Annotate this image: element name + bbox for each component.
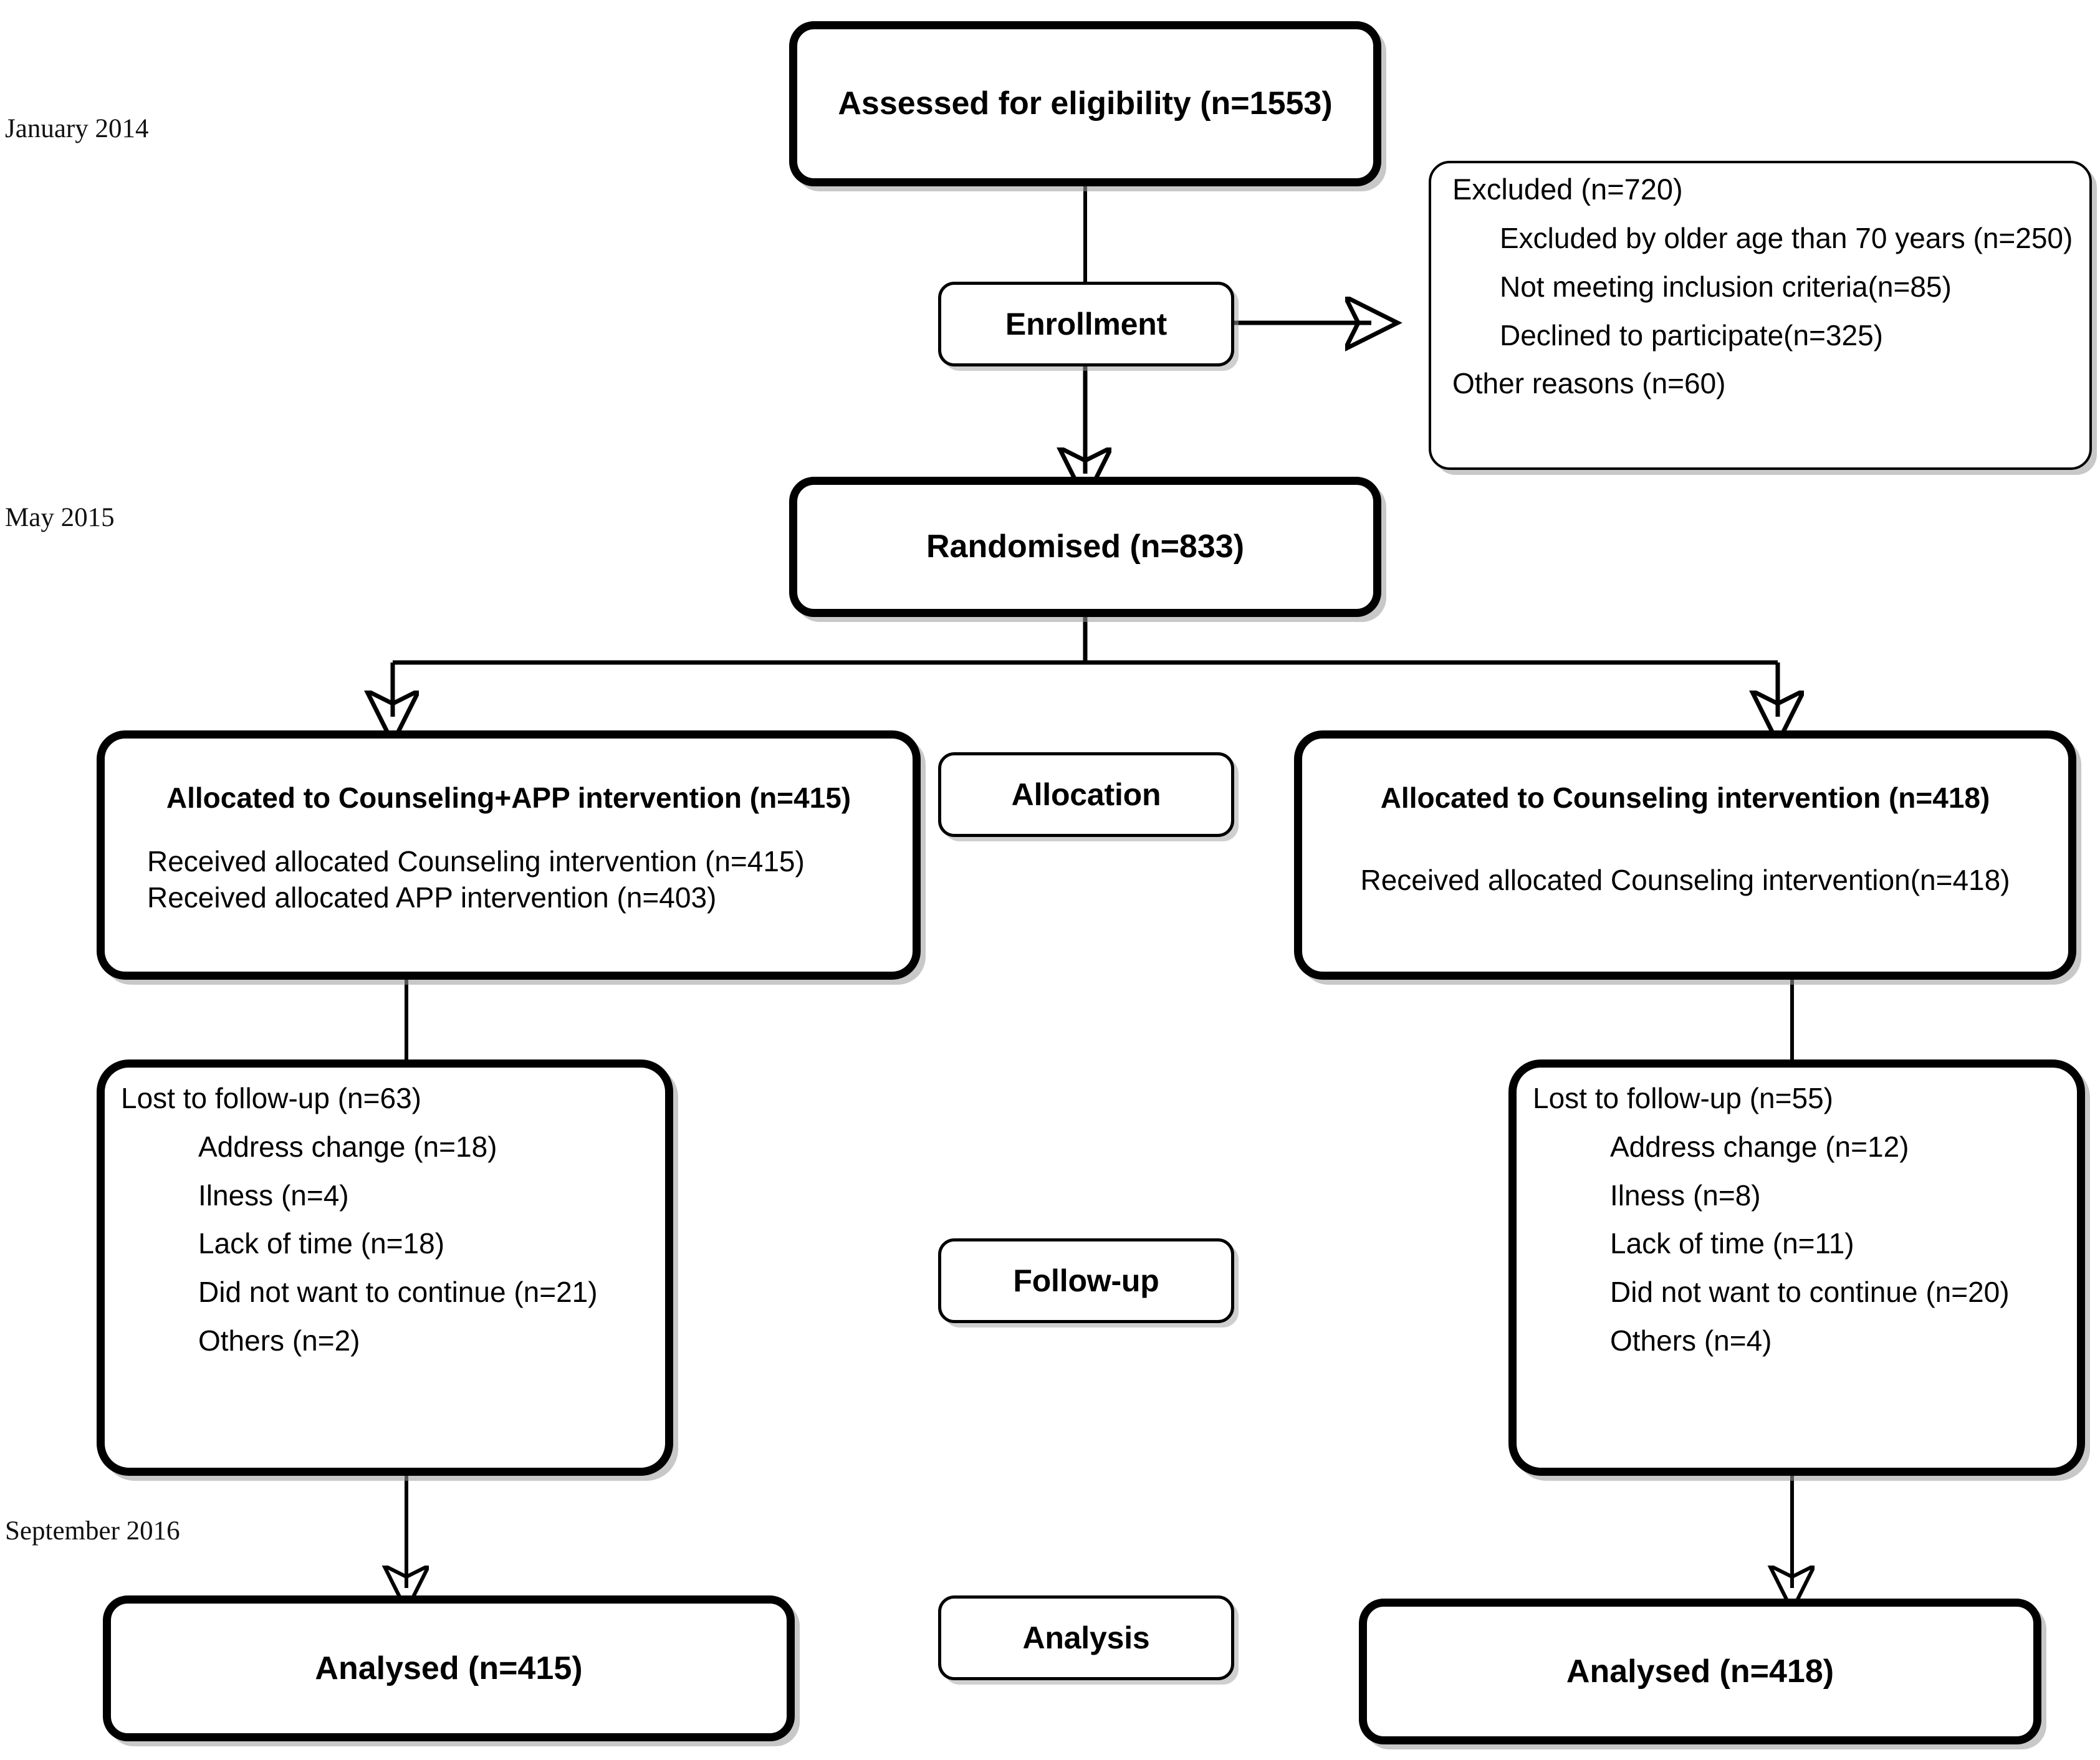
excluded-heading: Excluded (n=720) <box>1452 173 1683 206</box>
excluded-reason-1: Not meeting inclusion criteria(n=85) <box>1500 270 1952 303</box>
left-allocation-detail-1: Received allocated APP intervention (n=4… <box>147 881 717 914</box>
right-allocation-box[interactable]: Allocated to Counseling intervention (n=… <box>1294 730 2076 980</box>
right-lost-reason-3: Did not want to continue (n=20) <box>1610 1276 2010 1309</box>
randomised-box[interactable]: Randomised (n=833) <box>789 477 1381 617</box>
left-lost-reason-1: Ilness (n=4) <box>198 1179 349 1212</box>
right-lost-reason-2: Lack of time (n=11) <box>1610 1227 1854 1260</box>
date-label-september-2016: September 2016 <box>5 1516 180 1546</box>
excluded-reason-2: Declined to participate(n=325) <box>1500 318 1883 352</box>
right-allocation-detail-0: Received allocated Counseling interventi… <box>1360 863 2010 896</box>
left-lost-to-followup-box[interactable]: Lost to follow-up (n=63) Address change … <box>97 1059 673 1476</box>
right-analysed-label: Analysed (n=418) <box>1566 1653 1834 1690</box>
stage-label-enrollment: Enrollment <box>1005 307 1167 342</box>
stage-pill-enrollment[interactable]: Enrollment <box>938 282 1234 366</box>
right-analysed-box[interactable]: Analysed (n=418) <box>1359 1599 2041 1744</box>
excluded-other-reasons: Other reasons (n=60) <box>1452 367 1726 400</box>
assessed-for-eligibility-label: Assessed for eligibility (n=1553) <box>838 85 1333 122</box>
date-label-january-2014: January 2014 <box>5 114 149 143</box>
right-allocation-heading: Allocated to Counseling intervention (n=… <box>1380 782 1990 814</box>
right-lost-reason-1: Ilness (n=8) <box>1610 1179 1761 1212</box>
left-allocation-box[interactable]: Allocated to Counseling+APP intervention… <box>97 730 921 980</box>
right-lost-reason-0: Address change (n=12) <box>1610 1130 1909 1163</box>
right-lost-heading: Lost to follow-up (n=55) <box>1533 1082 1833 1114</box>
stage-label-allocation: Allocation <box>1011 777 1161 812</box>
left-allocation-detail-0: Received allocated Counseling interventi… <box>147 844 805 878</box>
excluded-box[interactable]: Excluded (n=720) Excluded by older age t… <box>1429 161 2092 470</box>
right-lost-to-followup-box[interactable]: Lost to follow-up (n=55) Address change … <box>1508 1059 2085 1476</box>
stage-pill-followup[interactable]: Follow-up <box>938 1238 1234 1323</box>
left-lost-reason-4: Others (n=2) <box>198 1324 360 1357</box>
stage-label-followup: Follow-up <box>1013 1263 1159 1298</box>
left-lost-reason-0: Address change (n=18) <box>198 1130 497 1163</box>
left-lost-reason-3: Did not want to continue (n=21) <box>198 1276 598 1309</box>
left-analysed-label: Analysed (n=415) <box>315 1650 583 1686</box>
stage-pill-analysis[interactable]: Analysis <box>938 1595 1234 1680</box>
date-label-may-2015: May 2015 <box>5 503 115 532</box>
stage-pill-allocation[interactable]: Allocation <box>938 752 1234 837</box>
excluded-reason-0: Excluded by older age than 70 years (n=2… <box>1500 221 2073 254</box>
left-analysed-box[interactable]: Analysed (n=415) <box>103 1595 795 1741</box>
right-lost-reason-4: Others (n=4) <box>1610 1324 1772 1357</box>
left-lost-reason-2: Lack of time (n=18) <box>198 1227 445 1260</box>
randomised-label: Randomised (n=833) <box>926 528 1245 565</box>
assessed-for-eligibility-box[interactable]: Assessed for eligibility (n=1553) <box>789 21 1381 186</box>
left-lost-heading: Lost to follow-up (n=63) <box>121 1082 421 1114</box>
left-allocation-heading: Allocated to Counseling+APP intervention… <box>166 782 851 814</box>
stage-label-analysis: Analysis <box>1022 1620 1150 1655</box>
